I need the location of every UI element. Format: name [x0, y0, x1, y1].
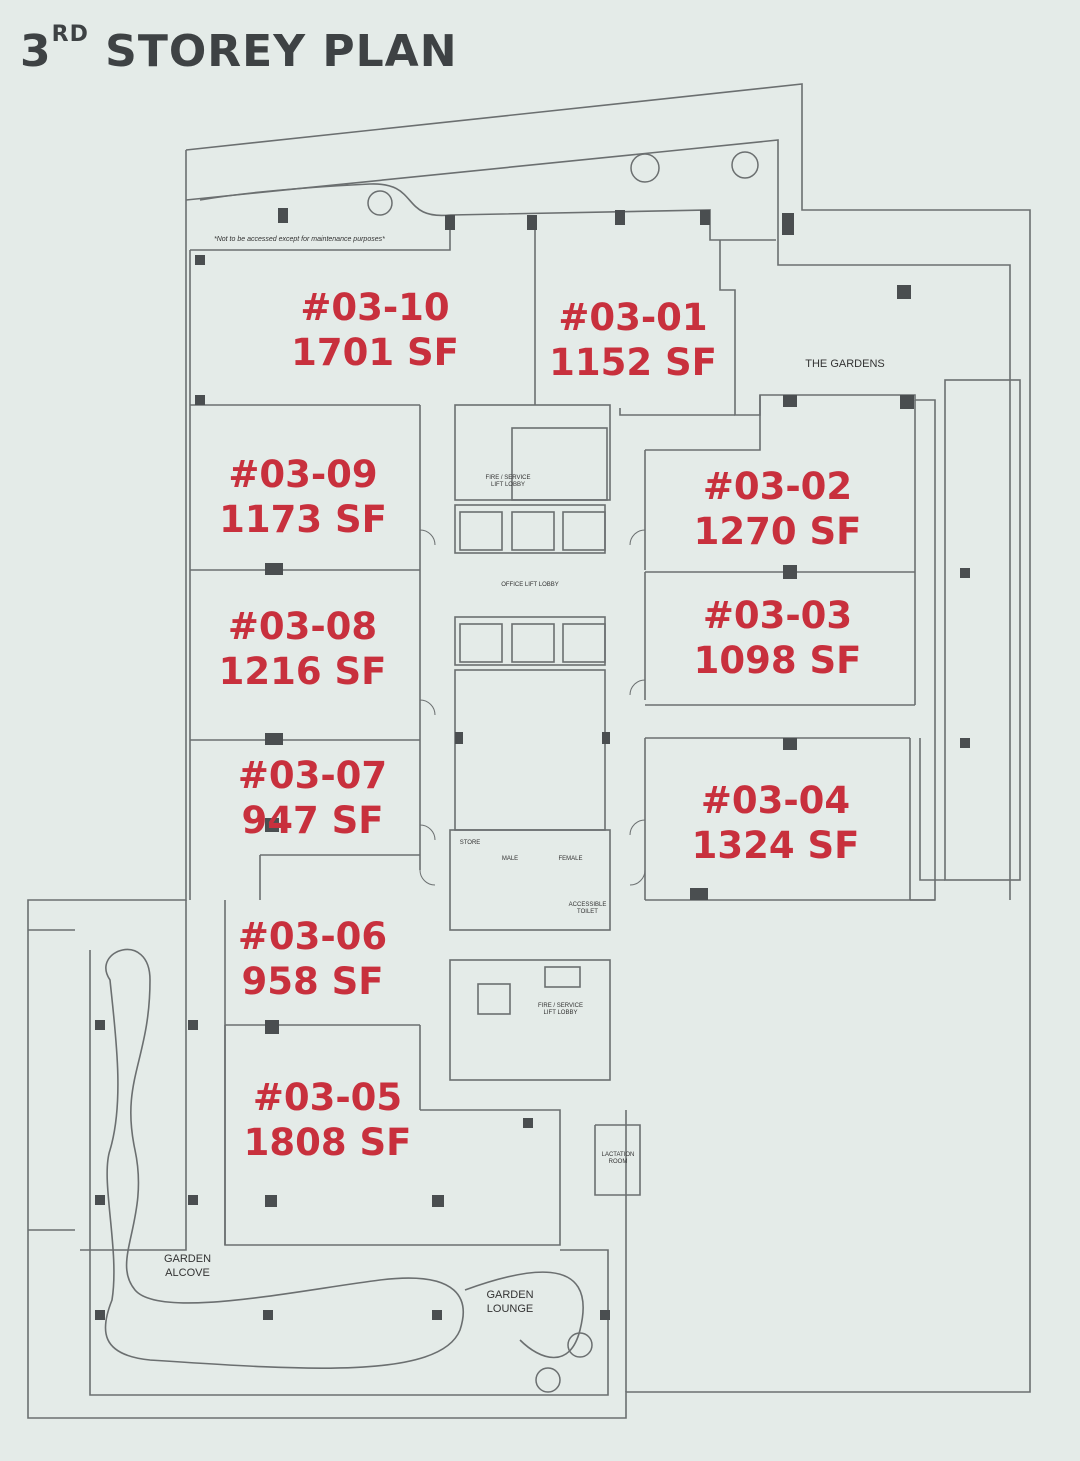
unit-03-01: #03-01 1152 SF: [548, 295, 718, 385]
unit-03-07: #03-07 947 SF: [230, 753, 395, 843]
unit-number: #03-01: [558, 296, 708, 339]
unit-03-04: #03-04 1324 SF: [688, 778, 863, 868]
garden-lounge-label: GARDEN LOUNGE: [475, 1288, 545, 1316]
female-toilet-label: FEMALE: [558, 856, 583, 862]
unit-03-03: #03-03 1098 SF: [690, 593, 865, 683]
unit-number: #03-08: [227, 605, 378, 648]
unit-area: 1152 SF: [549, 341, 717, 384]
fire-lobby-lower-label: FIRE / SERVICE LIFT LOBBY: [533, 1003, 588, 1017]
store-label: STORE: [459, 840, 481, 846]
unit-03-06: #03-06 958 SF: [230, 914, 395, 1004]
label-line: LACTATION: [601, 1152, 635, 1158]
male-toilet-label: MALE: [501, 856, 519, 862]
unit-number: #03-09: [228, 453, 378, 496]
unit-number: #03-06: [237, 915, 388, 958]
garden-alcove-label: GARDEN ALCOVE: [150, 1252, 225, 1280]
label-line: TOILET: [577, 909, 598, 915]
accessible-toilet-label: ACCESSIBLE TOILET: [565, 902, 610, 916]
office-lift-lobby-label: OFFICE LIFT LOBBY: [501, 582, 559, 588]
label-line: LOUNGE: [486, 1303, 534, 1315]
label-line: ALCOVE: [165, 1267, 210, 1279]
unit-area: 1270 SF: [693, 510, 862, 553]
unit-area: 1216 SF: [218, 650, 387, 693]
unit-number: #03-03: [702, 594, 853, 637]
unit-03-05: #03-05 1808 SF: [240, 1075, 415, 1165]
unit-number: #03-10: [300, 286, 450, 329]
unit-number: #03-04: [700, 779, 851, 822]
the-gardens-label: THE GARDENS: [805, 358, 885, 370]
unit-03-09: #03-09 1173 SF: [218, 452, 388, 542]
unit-area: 1701 SF: [291, 331, 459, 374]
unit-number: #03-07: [237, 754, 388, 797]
maintenance-note: *Not to be accessed except for maintenan…: [214, 236, 385, 243]
unit-area: 1808 SF: [243, 1121, 412, 1164]
label-line: LIFT LOBBY: [491, 482, 525, 488]
label-line: GARDEN: [163, 1253, 212, 1265]
label-line: ACCESSIBLE: [568, 902, 607, 908]
lactation-room-label: LACTATION ROOM: [596, 1152, 640, 1166]
label-line: ROOM: [608, 1159, 628, 1165]
unit-number: #03-02: [702, 465, 853, 508]
page-title: 3RD STOREY PLAN: [20, 22, 458, 77]
unit-03-08: #03-08 1216 SF: [215, 604, 390, 694]
unit-number: #03-05: [252, 1076, 403, 1119]
unit-03-10: #03-10 1701 SF: [290, 285, 460, 375]
label-line: LIFT LOBBY: [543, 1010, 578, 1016]
unit-area: 947 SF: [241, 799, 384, 842]
label-line: GARDEN: [486, 1289, 534, 1301]
unit-area: 958 SF: [241, 960, 384, 1003]
fire-lobby-upper-label: FIRE / SERVICE LIFT LOBBY: [478, 475, 538, 489]
unit-area: 1324 SF: [691, 824, 860, 867]
unit-03-02: #03-02 1270 SF: [690, 464, 865, 554]
label-line: FIRE / SERVICE: [538, 1003, 583, 1009]
unit-area: 1098 SF: [693, 639, 862, 682]
unit-area: 1173 SF: [219, 498, 387, 541]
label-line: FIRE / SERVICE: [485, 475, 531, 481]
